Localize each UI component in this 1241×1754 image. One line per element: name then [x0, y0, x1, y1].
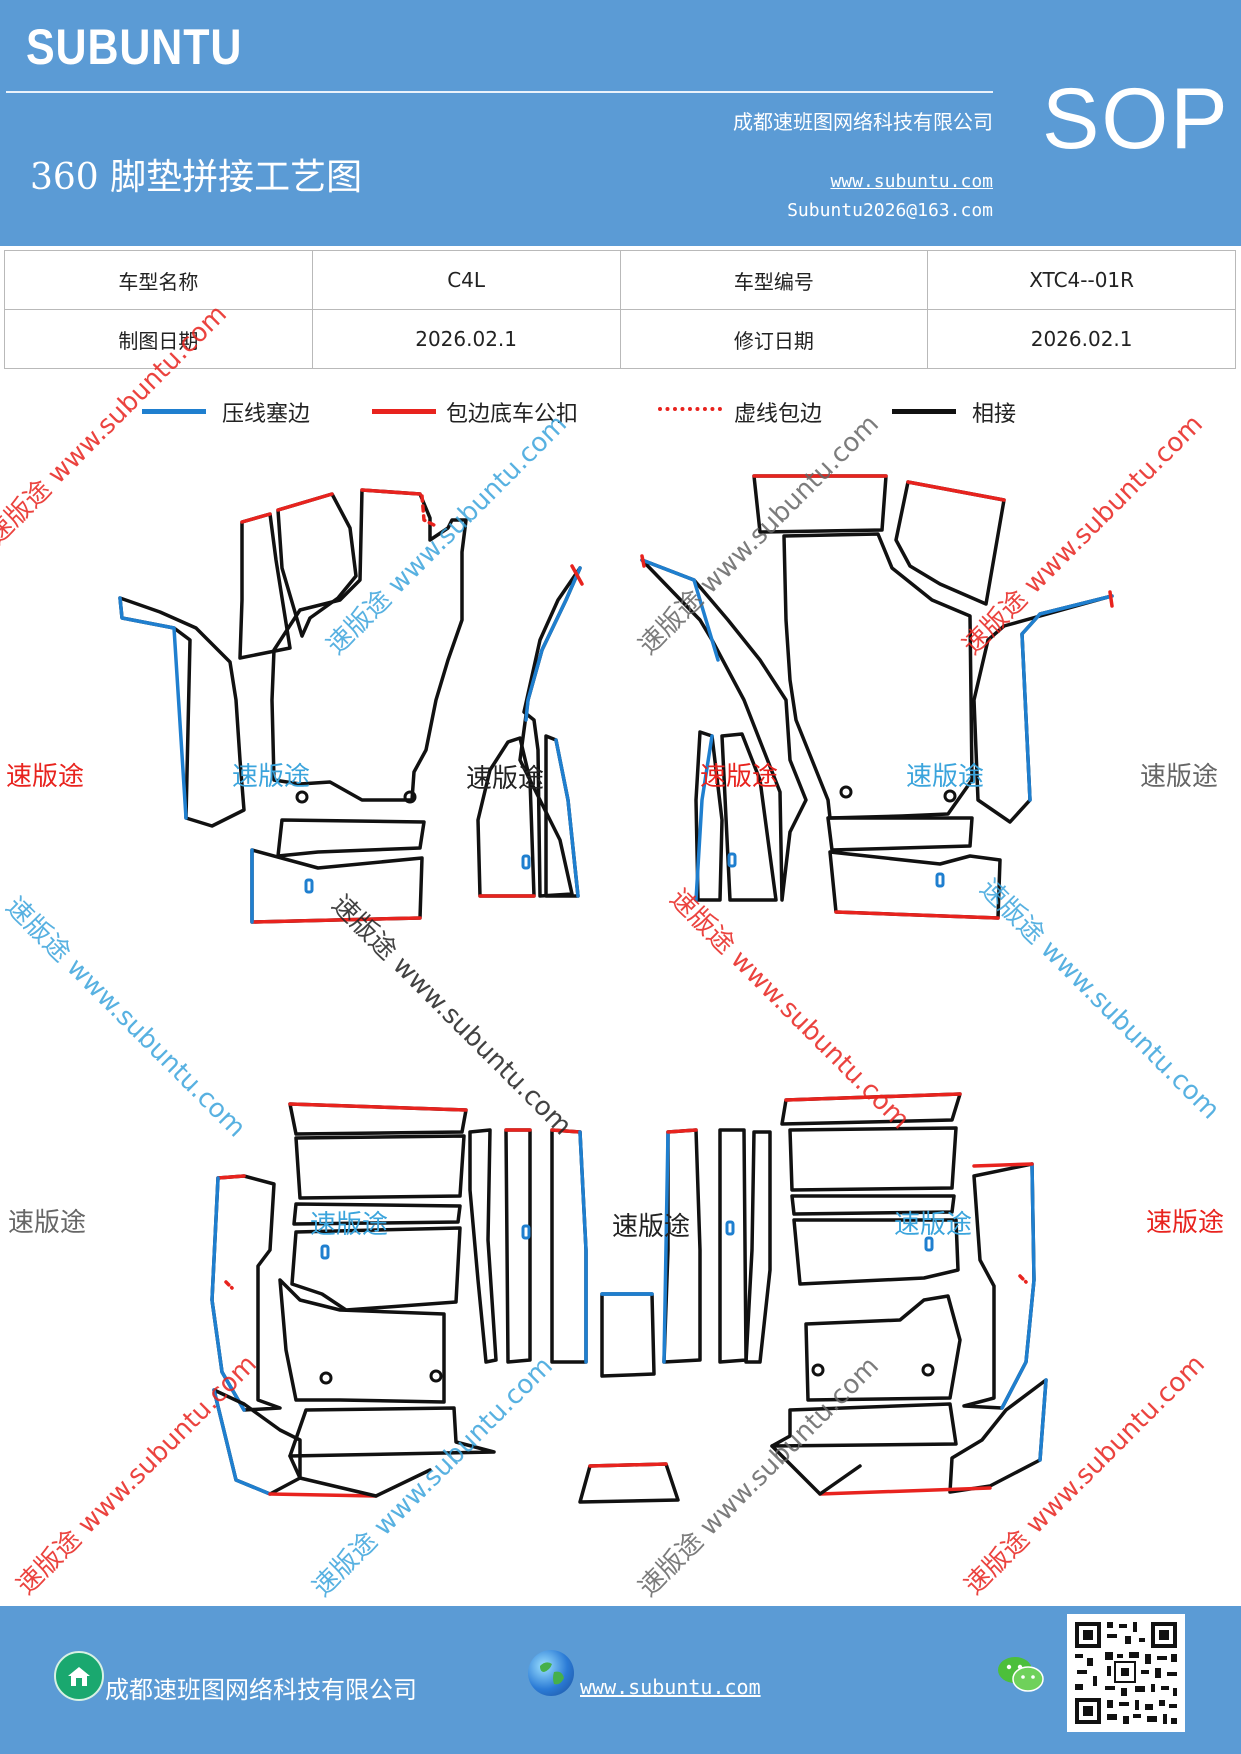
front-right-mat-group [640, 474, 1114, 920]
legend-swatch-red [372, 409, 436, 414]
watermark-brand: 速版途 [466, 764, 545, 794]
watermark-brand: 速版途 [700, 762, 779, 792]
page-title: 360 脚垫拼接工艺图 [30, 157, 363, 198]
watermark-brand: 速版途 [612, 1212, 691, 1242]
watermark-brand: 速版途 [906, 762, 985, 792]
revision-date-value: 2026.02.1 [927, 309, 1236, 369]
brand-logo-text: SUBUNTU [26, 19, 243, 75]
front-left-mat-group [118, 488, 584, 924]
website-link[interactable]: www.subuntu.com [830, 171, 993, 192]
qr-code [1067, 1614, 1185, 1732]
watermark-brand: 速版途 [1140, 762, 1219, 792]
watermark-brand: 速版途 [232, 762, 311, 792]
home-icon [54, 1651, 104, 1701]
car-model-code-value: XTC4--01R [927, 250, 1236, 310]
header-band [0, 0, 1241, 246]
watermark-brand: 速版途 [8, 1208, 87, 1238]
vehicle-info-table: 车型名称 C4L 车型编号 XTC4--01R 制图日期 2026.02.1 修… [4, 250, 1236, 369]
footer-website-link[interactable]: www.subuntu.com [580, 1675, 761, 1699]
table-row: 车型名称 C4L 车型编号 XTC4--01R [4, 250, 1236, 310]
legend-label: 压线塞边 [222, 402, 311, 427]
car-model-name-label: 车型名称 [4, 250, 313, 310]
sop-badge: SOP [1042, 71, 1230, 167]
home-icon-glyph [68, 1667, 90, 1686]
wechat-icon-glyph [998, 1657, 1044, 1692]
legend-swatch-red-dashed [658, 407, 722, 411]
legend-label: 包边底车公扣 [446, 402, 579, 427]
legend-label: 相接 [972, 402, 1017, 427]
header-divider [6, 91, 993, 93]
company-name: 成都速班图网络科技有限公司 [733, 110, 993, 134]
drawing-date-label: 制图日期 [4, 309, 313, 369]
legend-label: 虚线包边 [734, 402, 823, 427]
legend-swatch-blue [142, 409, 206, 414]
watermark-brand: 速版途 [6, 762, 85, 792]
globe-icon [528, 1650, 574, 1696]
drawing-date-value: 2026.02.1 [311, 309, 621, 369]
legend-swatch-black [892, 409, 956, 414]
watermark-brand: 速版途 [894, 1210, 973, 1240]
email-address: Subuntu2026@163.com [787, 200, 993, 221]
rear-right-mat-group [600, 1092, 1048, 1496]
car-model-name-value: C4L [311, 250, 621, 310]
watermark-brand: 速版途 [310, 1210, 389, 1240]
car-model-code-label: 车型编号 [619, 250, 929, 310]
table-row: 制图日期 2026.02.1 修订日期 2026.02.1 [4, 309, 1236, 369]
footer-company-name: 成都速班图网络科技有限公司 [105, 1676, 417, 1704]
watermark-brand: 速版途 [1146, 1208, 1225, 1238]
rear-left-mat-group [210, 1102, 680, 1504]
wechat-icon [996, 1654, 1046, 1694]
globe-icon-glyph [540, 1662, 564, 1685]
revision-date-label: 修订日期 [619, 309, 929, 369]
qr-code-pattern [1073, 1620, 1179, 1726]
